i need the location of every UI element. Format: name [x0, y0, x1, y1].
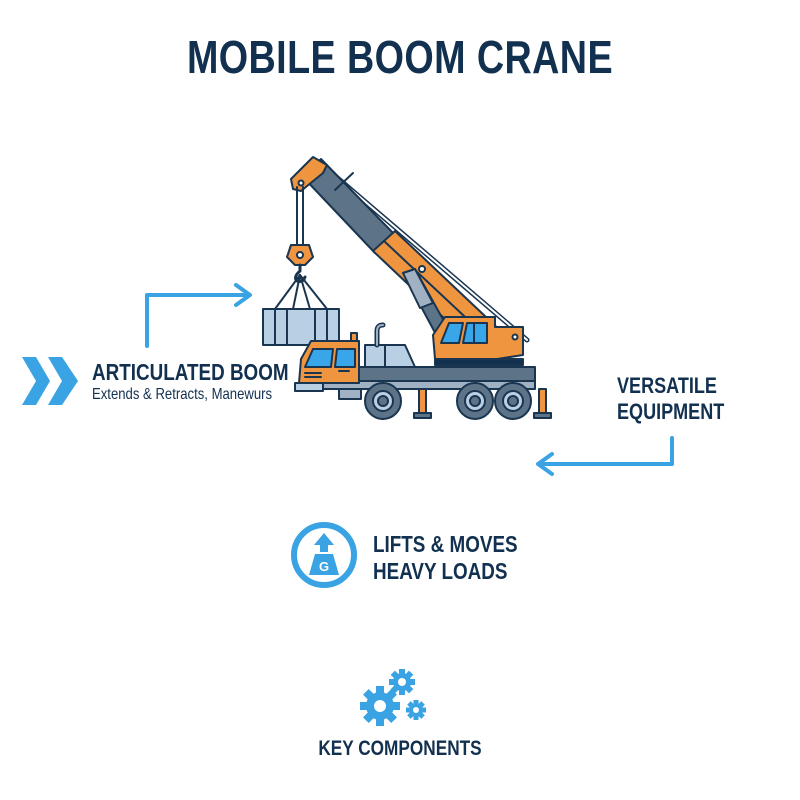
lifts-moves-line2: HEAVY LOADS — [373, 558, 508, 584]
double-chevron-right-icon — [22, 357, 78, 405]
crane-illustration — [255, 145, 555, 435]
arrow-left-icon — [536, 436, 674, 476]
lifts-moves-line1: LIFTS & MOVES — [373, 531, 518, 557]
gears-icon-wrap — [358, 668, 430, 730]
key-components-label: KEY COMPONENTS — [318, 737, 482, 760]
svg-text:G: G — [319, 559, 329, 574]
versatile-equipment-line2: EQUIPMENT — [617, 399, 725, 424]
articulated-boom-subtext: Extends & Retracts, Manewurs — [92, 386, 273, 403]
articulated-boom-callout — [20, 355, 80, 407]
boom-connector-arrow — [140, 280, 260, 350]
mobile-crane-icon — [262, 156, 552, 420]
articulated-boom-heading: ARTICULATED BOOM — [92, 359, 289, 385]
versatile-connector-arrow — [530, 432, 680, 482]
weight-lift-icon: G — [291, 522, 357, 588]
arrow-right-icon — [145, 283, 252, 348]
versatile-equipment-line1: VERSATILE — [617, 373, 717, 398]
gears-icon — [360, 669, 426, 726]
page-title: MOBILE BOOM CRANE — [186, 31, 614, 83]
lifts-moves-icon-wrap: G — [288, 519, 360, 591]
